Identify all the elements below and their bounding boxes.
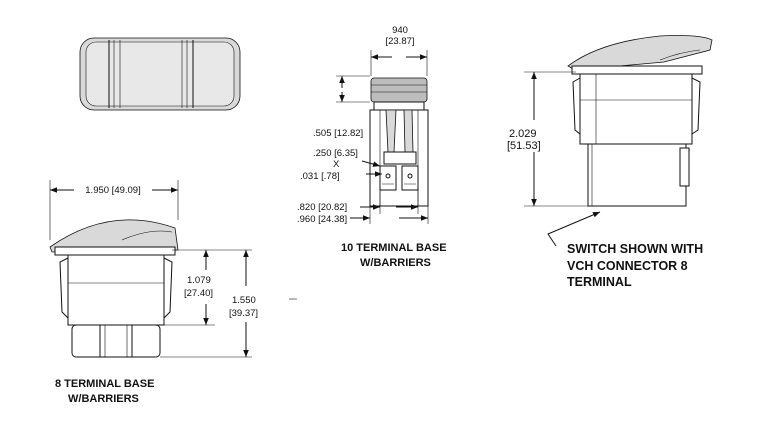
vch-side-view — [567, 35, 713, 207]
ten-terminal-caption-line1: 10 TERMINAL BASE — [341, 242, 447, 254]
dim-x: X — [333, 159, 340, 170]
dim-940-mm: [23.87] — [385, 36, 414, 47]
front-height2-mm: [39.37] — [229, 308, 258, 319]
front-height1-in: 1.079 — [187, 275, 211, 286]
eight-terminal-caption-line2: W/BARRIERS — [68, 393, 139, 405]
vch-height-mm: [51.53] — [507, 140, 541, 152]
rocker-top-view — [79, 37, 241, 111]
vch-caption-line3: TERMINAL — [567, 275, 632, 289]
ten-terminal-base-view — [369, 77, 429, 207]
dim-960: .960 [24.38] — [297, 214, 347, 225]
vch-caption-line2: VCH CONNECTOR 8 — [567, 259, 688, 273]
dim-820: .820 [20.82] — [297, 202, 347, 213]
vch-caption-line1: SWITCH SHOWN WITH — [567, 242, 703, 256]
eight-terminal-caption-line1: 8 TERMINAL BASE — [55, 378, 154, 390]
ten-terminal-dimensions — [336, 50, 429, 224]
dim-940: 940 — [392, 25, 408, 36]
dim-250: .250 [6.35] — [313, 148, 358, 159]
vch-height-dimension — [524, 71, 601, 247]
ten-terminal-caption-line2: W/BARRIERS — [360, 257, 431, 269]
vch-height-in: 2.029 — [509, 128, 537, 140]
dim-031: .031 [.78] — [300, 171, 340, 182]
front-height-dimensions — [160, 249, 252, 358]
front-height1-mm: [27.40] — [184, 288, 213, 299]
front-height2-in: 1.550 — [232, 295, 256, 306]
front-view-switch — [49, 219, 179, 358]
dim-505: .505 [12.82] — [313, 128, 363, 139]
front-width-label: 1.950 [49.09] — [85, 185, 140, 196]
front-width-dimension — [49, 180, 179, 240]
